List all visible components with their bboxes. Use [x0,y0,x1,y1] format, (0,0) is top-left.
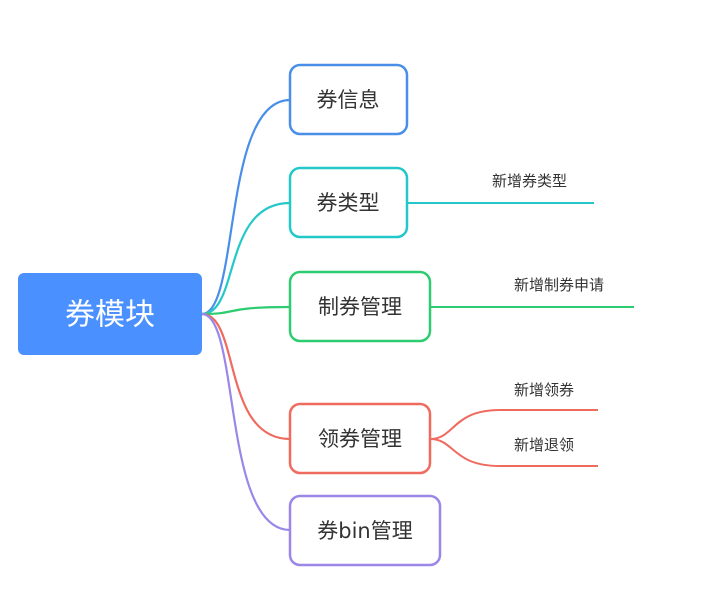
connector-branch-2 [201,305,291,316]
branch-node-box-1 [288,166,409,239]
branch-node-0[interactable]: 券信息 [288,63,409,136]
branch-node-3[interactable]: 领券管理 [288,402,432,475]
root-node-box [18,273,202,355]
root-connectors [201,98,291,532]
connector-branch-1 [201,201,291,316]
connector-leaf-3-1 [429,438,598,467]
leaf-label-3-0[interactable]: 新增领券 [514,381,574,399]
connector-branch-3 [201,312,291,441]
branch-node-4[interactable]: 券bin管理 [288,494,442,567]
branch-node-label-0: 券信息 [317,88,380,112]
connector-branch-0 [201,98,291,316]
branch-node-label-3: 领券管理 [318,427,402,451]
branch-node-box-3 [288,402,432,475]
root-node[interactable]: 券模块 [18,273,202,355]
leaf-connectors [407,202,634,467]
branch-node-1[interactable]: 券类型 [288,166,409,239]
branch-node-box-2 [288,270,432,343]
leaf-label-2-0[interactable]: 新增制券申请 [514,276,604,294]
branch-node-label-1: 券类型 [317,191,380,215]
leaf-labels: 新增券类型 新增制券申请 新增领券 新增退领 [492,172,604,454]
branch-node-box-0 [288,63,409,136]
branch-node-label-4: 券bin管理 [317,519,412,543]
leaf-label-1-0[interactable]: 新增券类型 [492,172,567,190]
branch-node-2[interactable]: 制券管理 [288,270,432,343]
connector-leaf-3-0 [429,409,598,440]
leaf-label-3-1[interactable]: 新增退领 [514,436,574,454]
connector-branch-4 [201,312,291,532]
branch-node-box-4 [288,494,442,567]
root-node-label: 券模块 [65,298,155,333]
branch-node-label-2: 制券管理 [318,295,402,319]
